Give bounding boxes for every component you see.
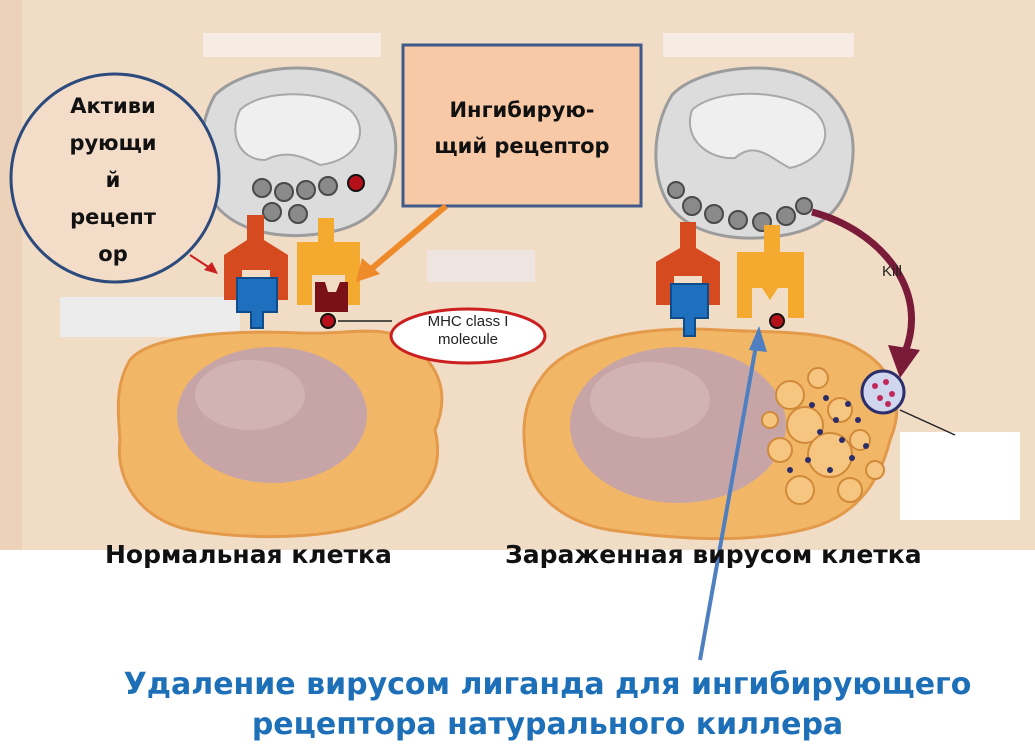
normal-cell-title: Нормальная клетка bbox=[105, 540, 435, 569]
nucleus-highlight bbox=[590, 362, 710, 438]
nucleus-highlight bbox=[195, 360, 305, 430]
mhc-dot bbox=[348, 175, 364, 191]
inhibitory-receptor-label: Ингибирую-щий рецептор bbox=[404, 92, 640, 164]
virus-cluster bbox=[862, 371, 904, 413]
blank-label-box bbox=[663, 33, 854, 57]
label-text: MHC class I molecule bbox=[413, 313, 523, 349]
blank-label-box bbox=[427, 250, 535, 282]
mhc-dot bbox=[770, 314, 784, 328]
infected-cell-title: Зараженная вирусом клетка bbox=[505, 540, 985, 569]
blank-label-box bbox=[900, 432, 1020, 520]
label-text: Активи рующи й рецепт ор bbox=[66, 88, 161, 273]
background-left-strip bbox=[0, 0, 22, 550]
blank-label-box bbox=[203, 33, 381, 57]
mhc-class-i-label: MHC class I molecule bbox=[388, 313, 548, 349]
activating-receptor-label: Активи рующи й рецепт ор bbox=[18, 88, 208, 273]
label-text: Ингибирую-щий рецептор bbox=[427, 92, 617, 164]
blank-label-box bbox=[60, 297, 240, 337]
caption: Удаление вирусом лиганда для ингибирующе… bbox=[60, 665, 1035, 745]
mhc-dot bbox=[321, 314, 335, 328]
nk-nucleus-left bbox=[235, 94, 360, 165]
kill-label: Kill bbox=[882, 263, 902, 280]
